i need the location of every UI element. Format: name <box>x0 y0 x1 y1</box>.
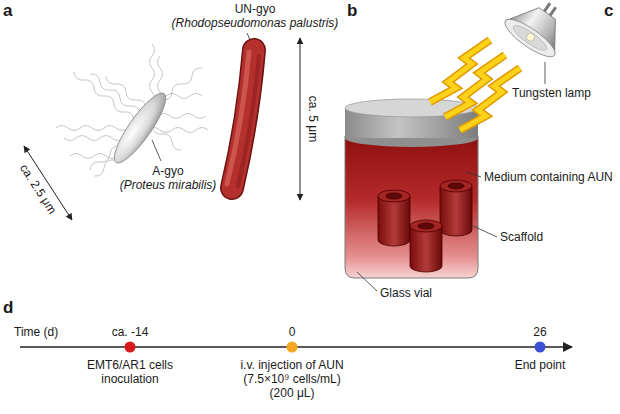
leader-line <box>152 140 161 161</box>
label-anchor: 26 <box>533 325 546 339</box>
label-anchor: UN-gyo <box>235 2 276 16</box>
event-label: i.v. injection of AUN <box>240 358 343 372</box>
label-anchor: ca. 5 μm <box>306 96 320 142</box>
event-label: EMT6/AR1 cells inoculation <box>75 358 185 386</box>
organism-name: UN-gyo <box>235 2 276 16</box>
event-label: End point <box>515 358 566 372</box>
label-anchor: d <box>3 298 13 318</box>
axis-label: Time (d) <box>14 325 58 339</box>
glass-vial <box>345 136 478 278</box>
panel-letter: b <box>347 1 357 21</box>
event-label: (200 μL) <box>270 386 315 400</box>
label-anchor: a <box>3 1 12 21</box>
leader-line <box>247 33 250 40</box>
panel-letter: a <box>3 1 12 21</box>
label-anchor: Time (d) <box>14 325 58 339</box>
label-anchor: Tungsten lamp <box>510 86 593 100</box>
part-label: Scaffold <box>500 230 543 244</box>
time-point <box>287 342 298 353</box>
dimension-arrow <box>300 38 301 200</box>
label-anchor: 0 <box>289 325 296 339</box>
light-bolt <box>430 40 520 130</box>
scaffold-cylinder <box>378 190 410 246</box>
time-value: 26 <box>533 325 546 339</box>
label-anchor: Medium containing AUN <box>484 170 613 184</box>
species-name: (Proteus mirabilis) <box>118 178 219 192</box>
dimension-label: ca. 5 μm <box>306 96 320 142</box>
label-anchor: A-gyo <box>150 164 185 178</box>
flagella <box>56 44 208 176</box>
label-anchor: EMT6/AR1 cells inoculation <box>75 358 185 386</box>
time-value: 0 <box>289 325 296 339</box>
part-label: Medium containing AUN <box>484 170 613 184</box>
label-anchor: End point <box>515 358 566 372</box>
label-anchor: (7.5×10⁹ cells/mL) <box>243 372 341 386</box>
label-anchor: ca. 2.5 μm <box>17 162 59 217</box>
time-point <box>535 342 546 353</box>
label-anchor: ca. -14 <box>112 325 149 339</box>
panel-letter: c <box>604 1 613 21</box>
label-anchor: (200 μL) <box>270 386 315 400</box>
part-label: Glass vial <box>380 286 432 300</box>
label-anchor: Glass vial <box>380 286 432 300</box>
label-anchor: i.v. injection of AUN <box>240 358 343 372</box>
bacterium-body <box>107 87 173 168</box>
label-anchor: b <box>347 1 357 21</box>
label-anchor: (Rhodopseudomonas palustris) <box>172 16 339 30</box>
bacterium-rod <box>227 50 259 188</box>
label-anchor: (Proteus mirabilis) <box>118 178 219 192</box>
dimension-label: ca. 2.5 μm <box>17 162 59 217</box>
part-label: Tungsten lamp <box>510 86 593 100</box>
label-anchor: Scaffold <box>500 230 543 244</box>
time-value: ca. -14 <box>112 325 149 339</box>
panel-letter: d <box>3 298 13 318</box>
tungsten-lamp <box>500 0 577 63</box>
event-label: (7.5×10⁹ cells/mL) <box>243 372 341 386</box>
scaffold-cylinder <box>440 180 472 236</box>
label-anchor: c <box>604 1 613 21</box>
species-name: (Rhodopseudomonas palustris) <box>172 16 339 30</box>
scaffold-cylinder <box>410 220 442 272</box>
organism-name: A-gyo <box>150 164 185 178</box>
time-point <box>125 342 136 353</box>
